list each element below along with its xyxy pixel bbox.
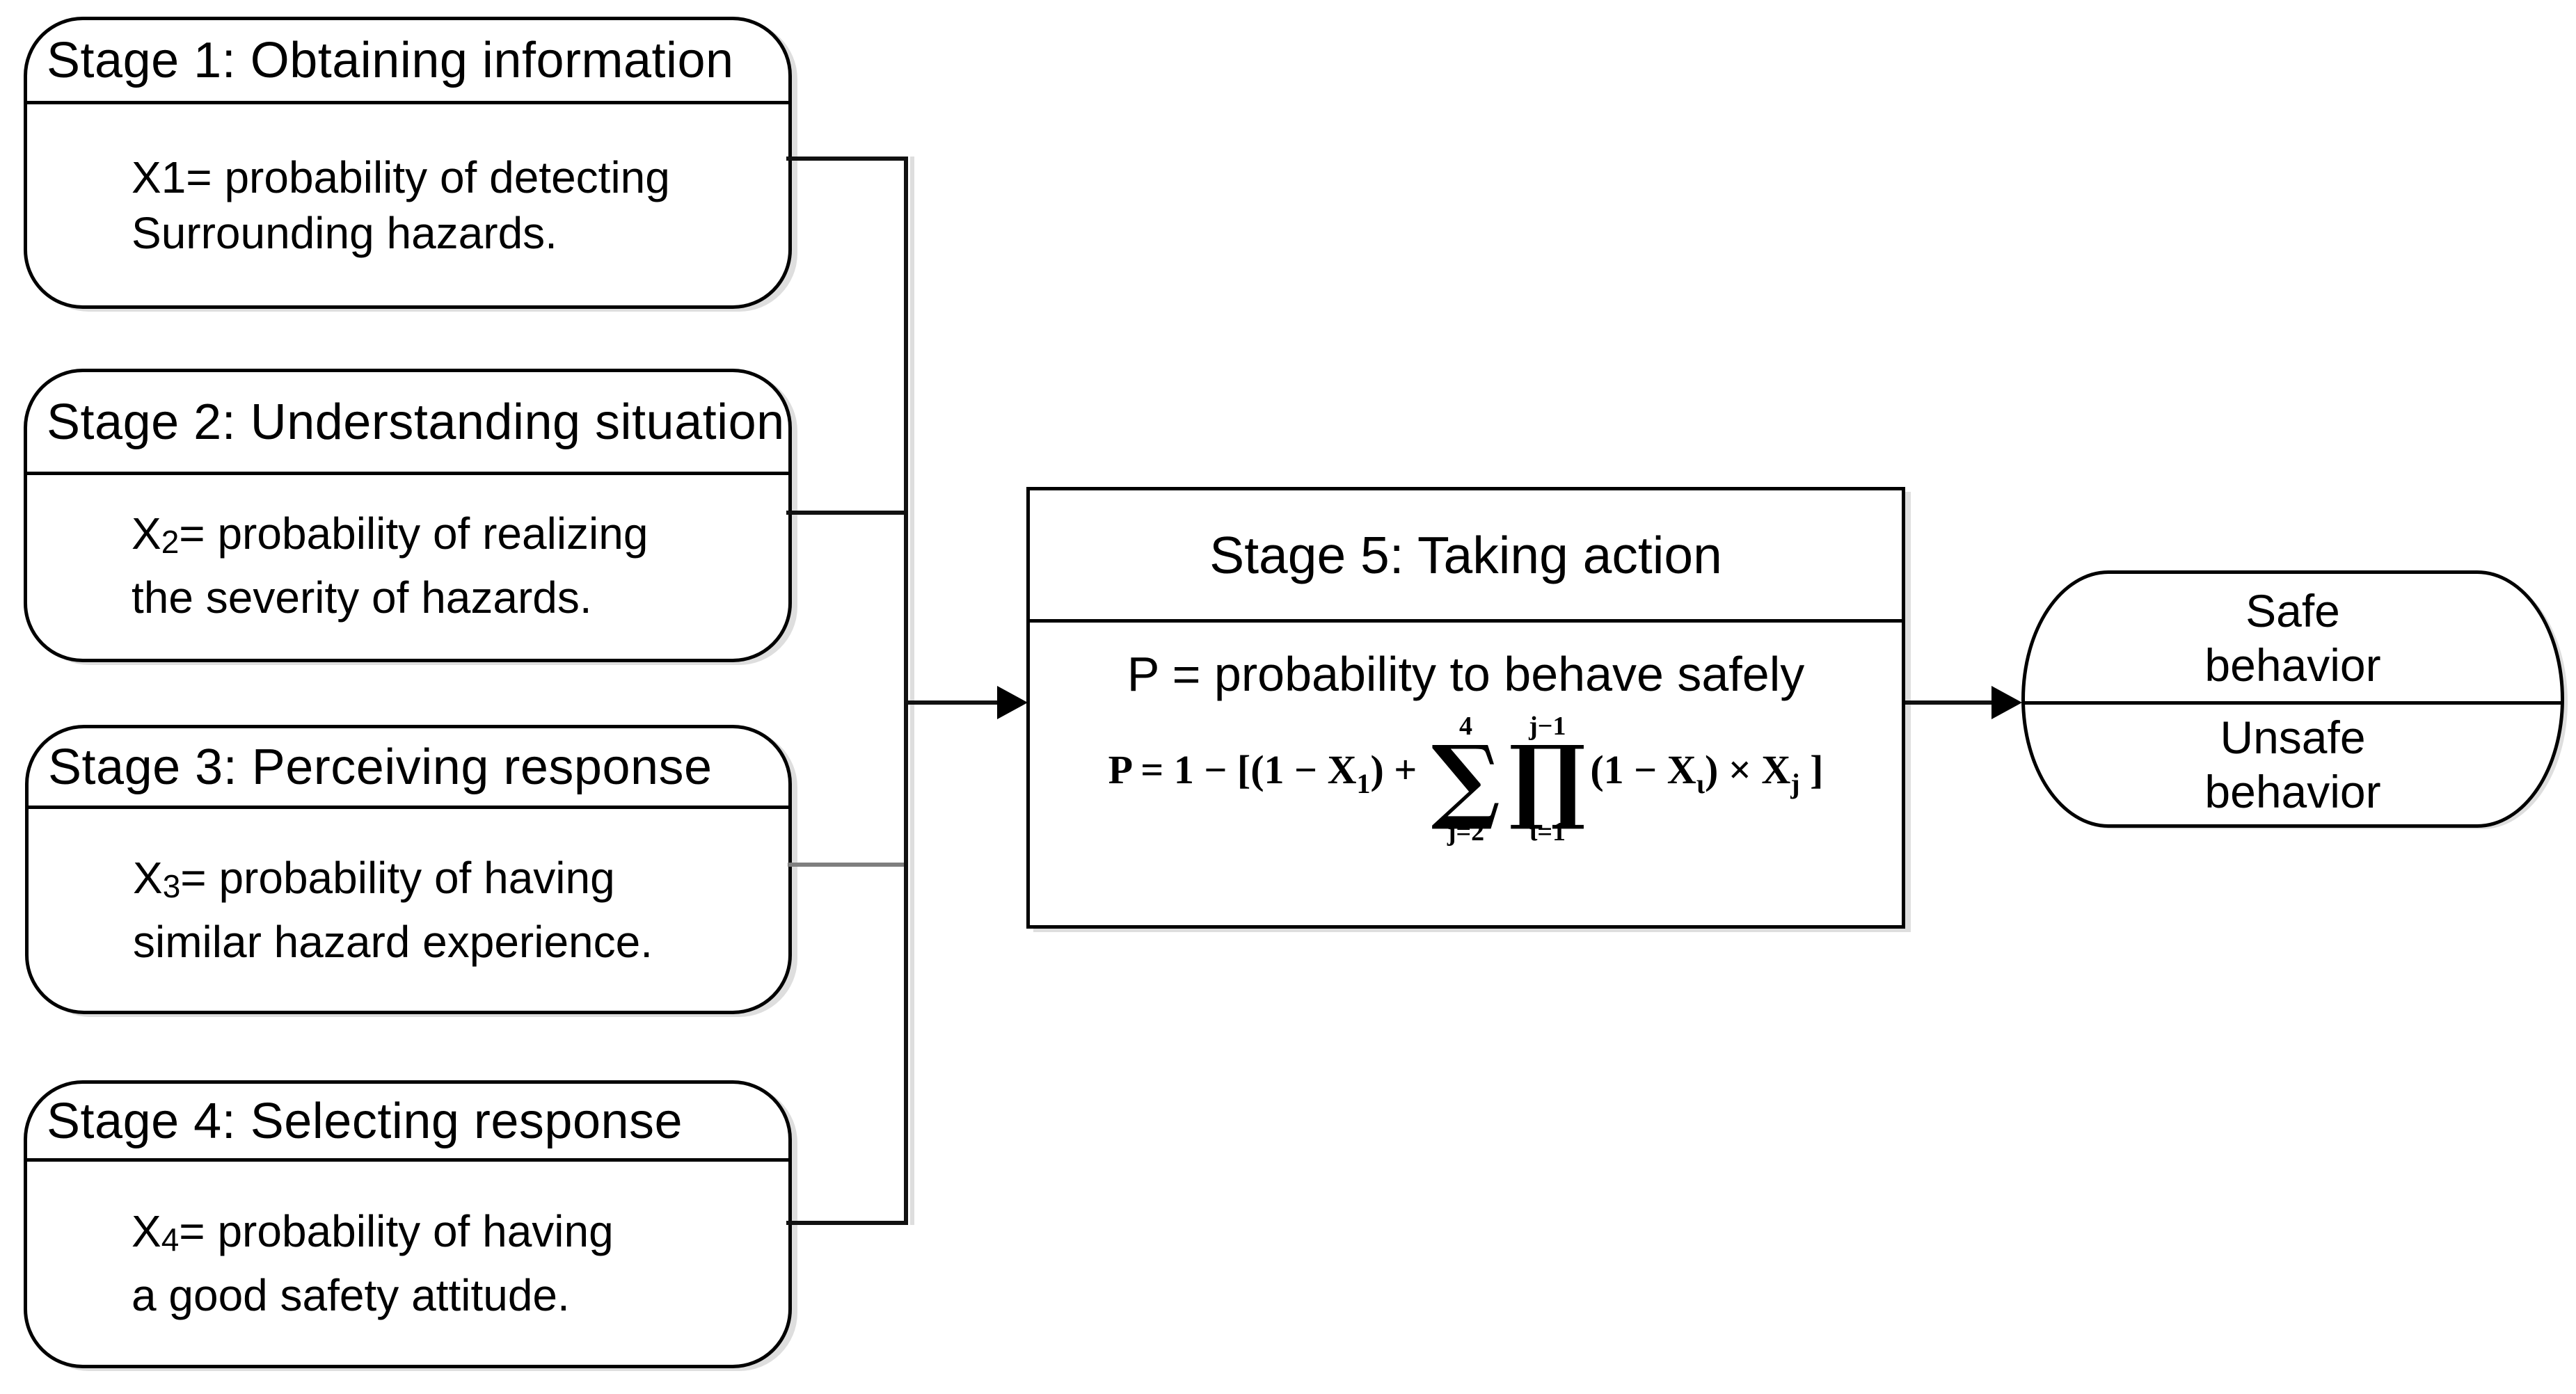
summation-operator: 4∑j=2: [1431, 712, 1500, 848]
stage-3-body: X3= probability of having similar hazard…: [29, 809, 788, 1011]
stage-3-variable-line: X3= probability of having: [133, 850, 768, 914]
probability-definition: P = probability to behave safely: [1127, 647, 1805, 701]
formula-after-x1: ) +: [1370, 747, 1427, 793]
stage-2-variable: X: [132, 508, 161, 559]
summation-sigma-icon: ∑: [1431, 725, 1501, 833]
stage-5-title: Stage 5: Taking action: [1209, 525, 1722, 584]
stage-4-box: Stage 4: Selecting response X4= probabil…: [24, 1080, 792, 1368]
behavior-outcome-capsule: Safe behavior Unsafe behavior: [2021, 570, 2564, 828]
formula-term: (1 − X: [1590, 747, 1696, 793]
stage-1-header: Stage 1: Obtaining information: [27, 20, 788, 104]
collector-line: [904, 157, 908, 1225]
stage-2-variable-line: X2= probability of realizing: [132, 506, 768, 570]
stage-2-title: Stage 2: Understanding situation: [47, 394, 785, 450]
stage-2-description-line1: = probability of realizing: [179, 508, 649, 559]
stage-2-connector-line: [786, 511, 906, 515]
unsafe-behavior-label: Unsafe behavior: [2204, 712, 2381, 817]
stage-2-description-line2: the severity of hazards.: [132, 572, 592, 623]
formula-xj-subscript: j: [1790, 768, 1800, 800]
formula-x1-subscript: 1: [1356, 768, 1371, 800]
stage-4-description-line1: = probability of having: [179, 1206, 614, 1256]
stage-1-description-line2: Surrounding hazards.: [132, 207, 557, 258]
capsule-divider: [2024, 701, 2562, 705]
formula-close-bracket: ]: [1799, 747, 1824, 793]
stage-5-header: Stage 5: Taking action: [1030, 490, 1902, 623]
arrow-to-outcome-head-icon: [1991, 686, 2022, 719]
stage-3-connector-line: [788, 863, 906, 867]
stage-5-body: P = probability to behave safely P = 1 −…: [1030, 623, 1902, 847]
formula-after-term: ) × X: [1705, 747, 1791, 793]
stage-3-box: Stage 3: Perceiving response X3= probabi…: [25, 725, 792, 1014]
stage-4-variable-subscript: 4: [161, 1221, 180, 1258]
stage-4-header: Stage 4: Selecting response: [27, 1084, 788, 1162]
summation-lower-limit: j=2: [1447, 817, 1485, 847]
stage-3-description-line1: = probability of having: [180, 853, 615, 903]
stage-4-variable: X: [132, 1206, 161, 1256]
stage-4-body: X4= probability of having a good safety …: [27, 1162, 788, 1365]
stage-1-box: Stage 1: Obtaining information X1= proba…: [24, 17, 792, 309]
stage-1-description-line1: = probability of detecting: [186, 152, 670, 202]
product-operator: j−1∏ι=1: [1509, 712, 1586, 848]
summation-upper-limit: 4: [1459, 712, 1473, 741]
stage-3-title: Stage 3: Perceiving response: [48, 739, 713, 795]
stage-2-variable-subscript: 2: [161, 523, 180, 560]
product-pi-icon: ∏: [1509, 725, 1587, 833]
stage-3-description-line2: similar hazard experience.: [133, 917, 653, 967]
stage-3-variable-subscript: 3: [162, 868, 181, 904]
product-lower-limit: ι=1: [1529, 817, 1566, 847]
stage-2-box: Stage 2: Understanding situation X2= pro…: [24, 369, 792, 662]
arrow-to-stage-5-head-icon: [997, 686, 1028, 719]
formula-term-subscript: ι: [1696, 768, 1706, 800]
stage-1-variable-subscript: 1: [161, 152, 186, 202]
stage-3-header: Stage 3: Perceiving response: [29, 728, 788, 809]
stage-1-title: Stage 1: Obtaining information: [47, 33, 734, 88]
unsafe-behavior-section: Unsafe behavior: [2025, 705, 2561, 824]
stage-1-body: X1= probability of detecting Surrounding…: [27, 104, 788, 305]
stage-1-variable-line: X1= probability of detecting: [132, 150, 768, 205]
stage-4-title: Stage 4: Selecting response: [47, 1093, 683, 1149]
stage-5-box: Stage 5: Taking action P = probability t…: [1026, 487, 1905, 929]
product-upper-limit: j−1: [1529, 712, 1566, 741]
stage-1-variable: X: [132, 152, 161, 202]
stage-2-header: Stage 2: Understanding situation: [27, 372, 788, 475]
stage-4-connector-line: [786, 1221, 906, 1225]
safe-behavior-section: Safe behavior: [2025, 574, 2561, 701]
stage-2-body: X2= probability of realizing the severit…: [27, 475, 788, 655]
stage-1-connector-line: [786, 157, 906, 161]
stage-4-description-line2: a good safety attitude.: [132, 1270, 570, 1320]
safe-behavior-label: Safe behavior: [2204, 584, 2381, 691]
arrow-to-stage-5-shaft: [904, 700, 1001, 705]
formula-lhs: P = 1 − [(1 − X: [1108, 747, 1357, 793]
stage-3-variable: X: [133, 853, 163, 903]
stage-4-variable-line: X4= probability of having: [132, 1203, 768, 1267]
arrow-to-outcome-shaft: [1905, 700, 1996, 705]
